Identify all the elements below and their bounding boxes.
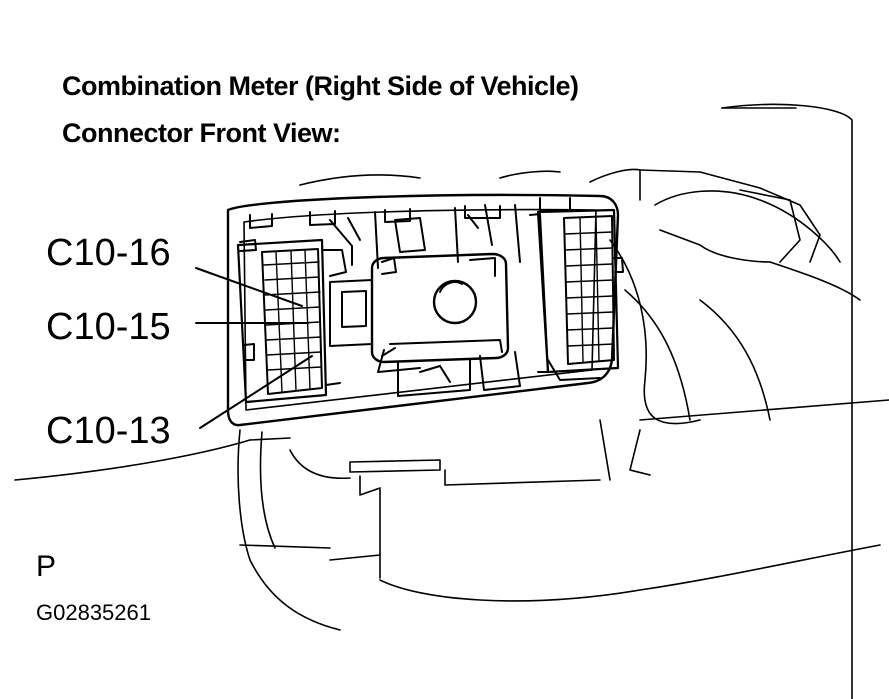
callout-label-c10-15: C10-15 [46,306,171,348]
center-latch [330,254,520,396]
view-marker: P [36,550,57,583]
callout-leaders [196,268,312,428]
leader-c10-13 [200,356,312,428]
callout-label-c10-16: C10-16 [46,232,171,274]
vehicle-structure-lines [15,104,889,699]
diagram-title: Combination Meter (Right Side of Vehicle… [62,71,579,101]
figure-id: G02835261 [36,600,151,625]
right-terminal-block [530,210,623,380]
leader-c10-16 [196,268,302,306]
left-terminal-block [238,240,346,402]
callout-label-c10-13: C10-13 [46,410,171,452]
connector-housing [228,195,618,425]
diagram-subtitle: Connector Front View: [62,118,341,148]
